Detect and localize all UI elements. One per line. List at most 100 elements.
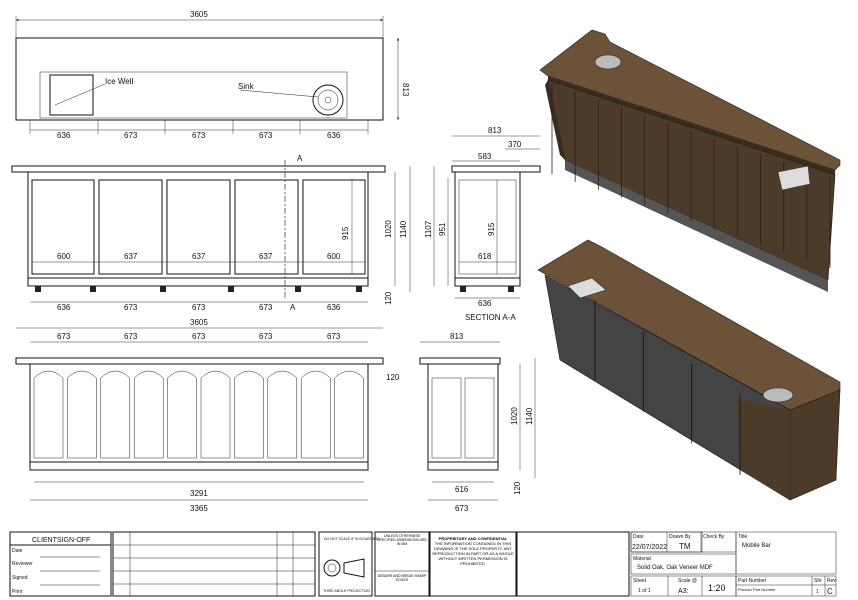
dim-bay: 673 bbox=[259, 303, 273, 312]
do-not-scale-note: DO NOT SCALE IF IN DOUBT ASK bbox=[324, 537, 380, 541]
dim-d370: 370 bbox=[508, 140, 522, 149]
sheet-label: Sheet bbox=[633, 578, 647, 584]
dim-h1140: 1140 bbox=[399, 220, 408, 238]
sheet-value: 1 of 1 bbox=[638, 588, 651, 594]
dim-d583: 583 bbox=[478, 152, 492, 161]
rev-value: C bbox=[827, 587, 833, 596]
dim-overall: 3605 bbox=[190, 318, 208, 327]
proprietary-text: THE INFORMATION CONTAINED IN THIS DRAWIN… bbox=[432, 541, 514, 566]
sht-value: 1 bbox=[816, 589, 819, 595]
iso-view-front bbox=[539, 29, 841, 292]
dim-w618: 618 bbox=[478, 252, 492, 261]
arch-panel bbox=[167, 370, 197, 459]
dim-bay: 673 bbox=[124, 303, 138, 312]
iso-view-back bbox=[537, 239, 841, 501]
section-view: 813 370 583 915 951 1107 618 636 SECTION… bbox=[424, 126, 541, 322]
dim-overall-length: 3605 bbox=[190, 10, 208, 19]
tolerance-note: UNLESS OTHERWISE SPECIFIED DIMENSIONS AR… bbox=[377, 534, 427, 546]
dim-h120: 120 bbox=[384, 291, 393, 305]
dim-bay: 673 bbox=[259, 332, 273, 341]
dim-d813: 813 bbox=[488, 126, 502, 135]
material-label: Material bbox=[633, 556, 651, 562]
top-view: 3605 813 Ice Well Sink 636 673 673 673 6… bbox=[15, 10, 410, 140]
signoff-print-label: Print bbox=[12, 589, 23, 595]
arch-panel bbox=[334, 370, 364, 459]
dim-bay: 673 bbox=[192, 332, 206, 341]
dim-h915: 915 bbox=[487, 222, 496, 236]
signoff-reviewer-label: Reviewer bbox=[12, 561, 33, 567]
dim-h1107: 1107 bbox=[424, 220, 433, 238]
signoff-date-label: Date bbox=[12, 548, 23, 554]
dim-bay: 636 bbox=[327, 131, 341, 140]
dim-w3291: 3291 bbox=[190, 489, 208, 498]
date-value: 22/07/2022 bbox=[632, 544, 667, 551]
arch-panel bbox=[267, 370, 298, 459]
sink bbox=[312, 84, 344, 116]
ice-well bbox=[49, 74, 94, 116]
dim-d813: 813 bbox=[450, 332, 464, 341]
arch-panel bbox=[200, 370, 231, 459]
material-value: Solid Oak, Oak Veneer MDF bbox=[637, 565, 713, 571]
dim-bay: 636 bbox=[57, 303, 71, 312]
dim-inner: 637 bbox=[259, 252, 273, 261]
ice-well-label: Ice Well bbox=[105, 77, 134, 86]
dim-w616: 616 bbox=[455, 485, 469, 494]
drawn-by-label: Drawn By bbox=[669, 534, 691, 540]
dim-depth: 813 bbox=[401, 83, 410, 97]
rev-label: Rev bbox=[827, 578, 836, 584]
section-mark-bottom: A bbox=[290, 303, 296, 312]
arch-panel bbox=[133, 370, 164, 459]
dim-w3365: 3365 bbox=[190, 504, 208, 513]
dim-h120: 120 bbox=[513, 481, 522, 495]
dim-inner: 637 bbox=[192, 252, 206, 261]
arch-panel bbox=[234, 370, 264, 459]
client-signoff-title: CLIENTSIGN-OFF bbox=[32, 537, 90, 544]
dim-h120: 120 bbox=[386, 373, 400, 382]
dim-bay: 673 bbox=[259, 131, 273, 140]
dim-inner: 600 bbox=[327, 252, 341, 261]
section-mark-top: A bbox=[297, 154, 303, 163]
dim-bay: 673 bbox=[192, 303, 206, 312]
dim-w636: 636 bbox=[478, 299, 492, 308]
side-view: 813 1020 1140 120 616 673 bbox=[419, 332, 536, 513]
proprietary-title: PROPRIETARY AND CONFIDENTIAL bbox=[438, 536, 508, 541]
dim-bay: 673 bbox=[124, 332, 138, 341]
drawn-by-value: TM bbox=[679, 542, 691, 551]
date-label: Date bbox=[633, 534, 644, 540]
title-label: Title bbox=[738, 534, 747, 540]
dim-bay: 673 bbox=[327, 332, 341, 341]
arch-panel bbox=[67, 370, 97, 459]
dim-bay: 673 bbox=[192, 131, 206, 140]
dim-inner: 600 bbox=[57, 252, 71, 261]
front-view: A A 600 637 637 637 600 636 673 673 673 … bbox=[11, 154, 411, 312]
section-label: SECTION A-A bbox=[465, 313, 516, 322]
dim-bay: 636 bbox=[327, 303, 341, 312]
part-number-label: Part Number bbox=[738, 578, 767, 584]
deburr-note: DEBURR AND BREAK SHARP EDGES bbox=[377, 574, 427, 582]
dim-bay: 673 bbox=[124, 131, 138, 140]
revision-table bbox=[112, 531, 316, 597]
title-block: CLIENTSIGN-OFF Date Reviewer Signed Prin… bbox=[9, 531, 836, 597]
part-number-value: Product Part Number bbox=[738, 587, 776, 592]
arch-panel bbox=[300, 370, 331, 459]
signoff-signed-label: Signed bbox=[12, 575, 28, 581]
back-view: 3605 673 673 673 673 673 120 3291 3365 bbox=[15, 318, 400, 513]
check-by-label: Check By bbox=[703, 534, 725, 540]
arch-panel bbox=[33, 370, 64, 459]
dim-h1020: 1020 bbox=[510, 407, 519, 425]
dim-h1140: 1140 bbox=[525, 407, 534, 425]
projection-note: THIRD ANGLE PROJECTION bbox=[323, 589, 370, 593]
dim-inner: 637 bbox=[124, 252, 138, 261]
scale-value: 1:20 bbox=[708, 583, 726, 593]
scale-label: Scale @ bbox=[678, 578, 697, 584]
dim-h951: 951 bbox=[438, 222, 447, 236]
dim-bay: 673 bbox=[57, 332, 71, 341]
sink-label: Sink bbox=[238, 82, 255, 91]
dim-w673: 673 bbox=[455, 504, 469, 513]
arch-panel bbox=[100, 370, 131, 459]
dim-h915: 915 bbox=[341, 226, 350, 240]
sht-label: Sht bbox=[814, 578, 822, 584]
paper-size: A3: bbox=[678, 588, 689, 595]
drawing-title: Mobile Bar bbox=[742, 543, 771, 549]
